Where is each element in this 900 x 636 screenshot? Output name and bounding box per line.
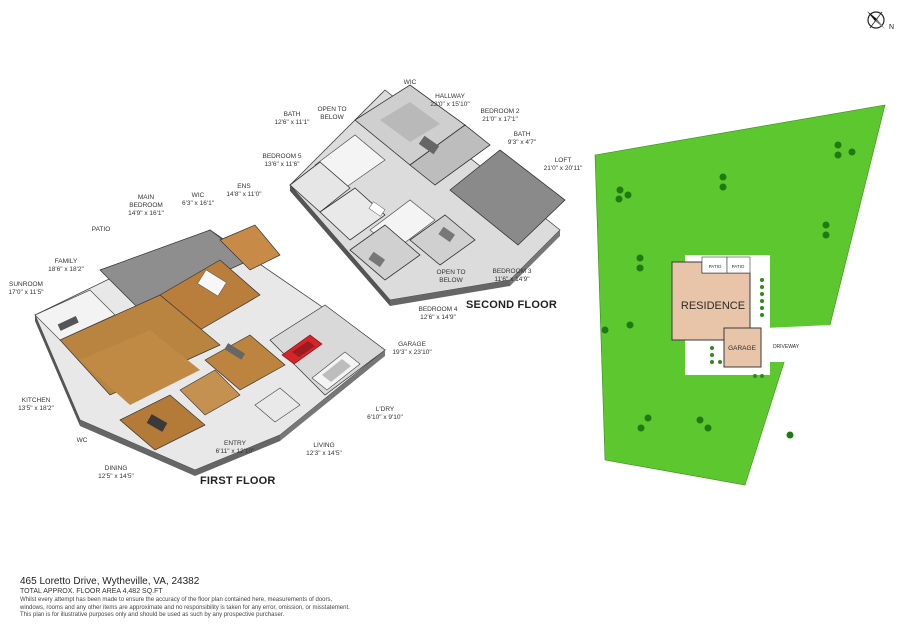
second-floor-plan <box>289 84 566 306</box>
site-driveway-label: DRIVEWAY <box>773 344 800 350</box>
property-address: 465 Loretto Drive, Wytheville, VA, 24382 <box>20 576 200 587</box>
compass-icon: N <box>867 11 894 31</box>
disclaimer-line-3: This plan is for illustrative purposes o… <box>20 612 285 618</box>
room-label-wc: WC <box>76 437 88 444</box>
site-patio-label-2: PATIO <box>732 264 745 269</box>
room-label-patio: PATIO <box>91 226 111 233</box>
site-residence-label: RESIDENCE <box>681 300 745 312</box>
first-floor-plan <box>34 224 386 476</box>
site-plan: RESIDENCE GARAGE DRIVEWAY PATIO PATIO <box>594 104 886 486</box>
site-patio-label-1: PATIO <box>709 264 722 269</box>
second-floor-title: SECOND FLOOR <box>466 299 558 311</box>
disclaimer-line-1: Whilst every attempt has been made to en… <box>20 597 333 603</box>
total-floor-area: TOTAL APPROX. FLOOR AREA 4,482 SQ.FT <box>20 588 163 595</box>
room-label-wic-2f: WIC <box>403 79 417 86</box>
room-label-open-to-below-2: OPEN TO BELOW <box>436 269 466 284</box>
room-label-open-to-below-1: OPEN TO BELOW <box>317 106 347 121</box>
site-garage-label: GARAGE <box>728 345 756 352</box>
first-floor-title: FIRST FLOOR <box>200 475 276 487</box>
disclaimer-line-2: windows, rooms and any other items are a… <box>20 604 350 611</box>
compass-north-label: N <box>889 24 894 31</box>
disclaimer: Whilst every attempt has been made to en… <box>20 597 380 620</box>
